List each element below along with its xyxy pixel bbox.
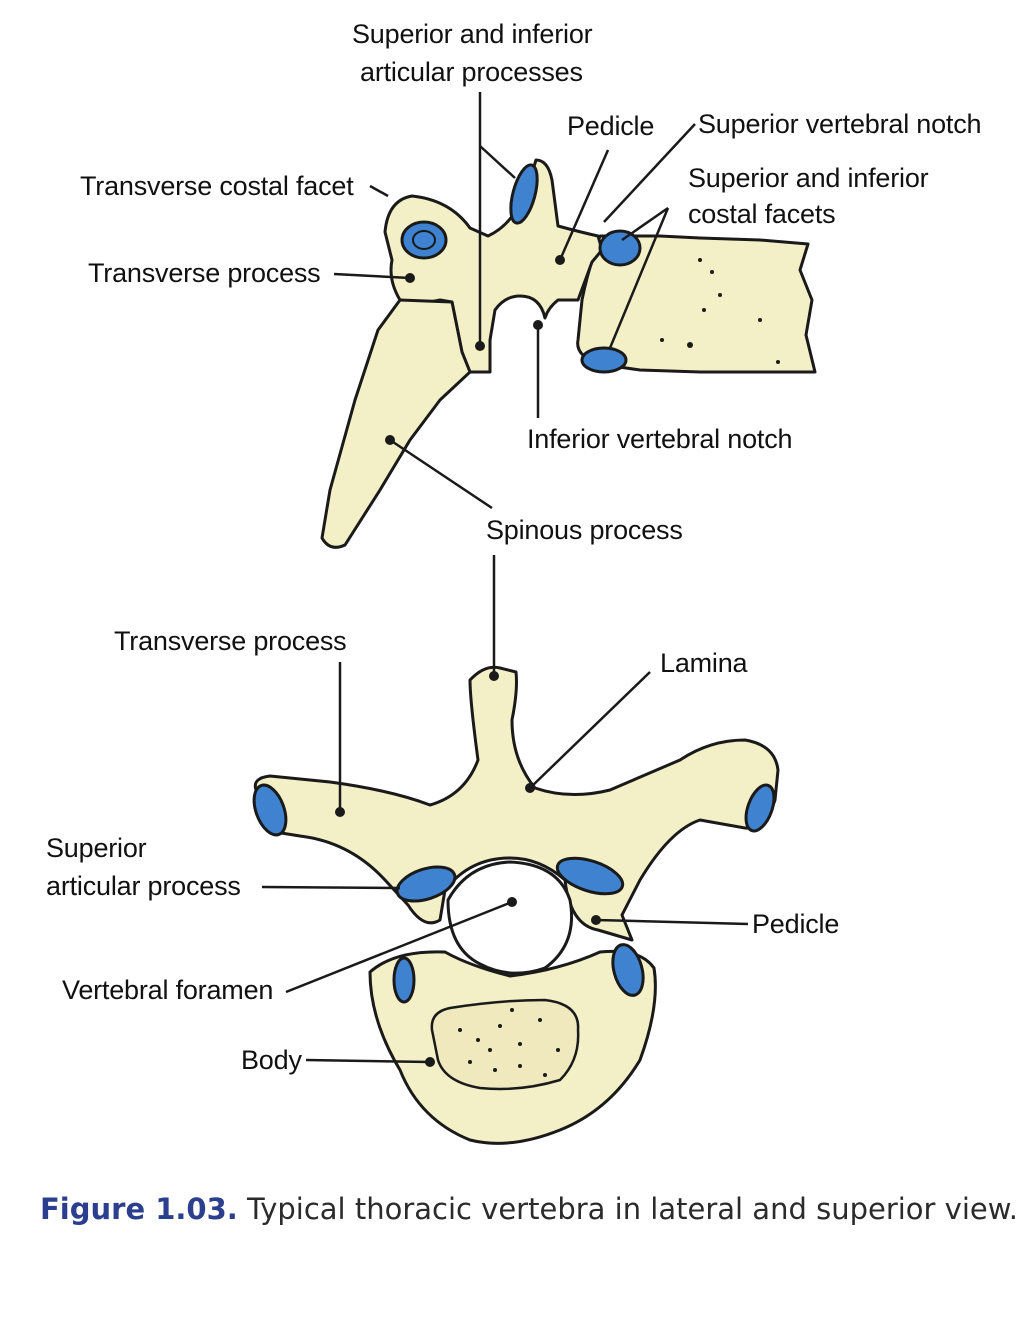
label-transverse-process-superior: Transverse process xyxy=(114,626,347,656)
lateral-transverse-costal-facet xyxy=(400,220,448,260)
label-pedicle-lateral: Pedicle xyxy=(567,111,655,141)
superior-articular-facet-right xyxy=(555,856,625,896)
lateral-view-drawing xyxy=(320,158,817,549)
label-spinous-process: Spinous process xyxy=(486,515,683,545)
label-superior-inferior-articular-line2: articular processes xyxy=(360,57,583,87)
label-superior-vertebral-notch: Superior vertebral notch xyxy=(698,109,982,139)
superior-vertebral-foramen xyxy=(446,860,574,975)
lateral-spinous-process xyxy=(320,298,472,549)
superior-leader-dots xyxy=(335,671,601,1067)
label-vertebral-foramen: Vertebral foramen xyxy=(62,975,274,1005)
superior-arch xyxy=(253,665,780,942)
lateral-articular-facet xyxy=(509,163,539,225)
superior-leader-lines xyxy=(261,555,749,1064)
superior-costal-facet-left xyxy=(392,956,416,1004)
label-pedicle-superior: Pedicle xyxy=(752,909,840,939)
superior-view-drawing xyxy=(252,665,780,1145)
label-transverse-process-lateral: Transverse process xyxy=(88,258,321,288)
superior-body-cancellous xyxy=(430,998,580,1091)
label-body: Body xyxy=(241,1045,302,1075)
lateral-body-texture xyxy=(660,258,780,364)
label-superior-inferior-costal-line1: Superior and inferior xyxy=(688,163,929,193)
figure-caption-text: Typical thoracic vertebra in lateral and… xyxy=(247,1192,1019,1226)
superior-costal-facet-right xyxy=(611,943,645,997)
label-superior-inferior-costal-line2: costal facets xyxy=(688,199,836,229)
label-lamina: Lamina xyxy=(660,648,748,678)
figure-caption: Figure 1.03. Typical thoracic vertebra i… xyxy=(40,1192,1018,1226)
lateral-superior-costal-facet xyxy=(598,229,642,267)
superior-transverse-facet-left xyxy=(252,783,288,837)
label-inferior-vertebral-notch: Inferior vertebral notch xyxy=(527,424,793,454)
superior-articular-facet-left xyxy=(395,865,457,903)
label-superior-articular-line2: articular process xyxy=(46,871,241,901)
lateral-leader-dots xyxy=(385,255,565,445)
label-transverse-costal-facet: Transverse costal facet xyxy=(80,171,354,201)
label-superior-inferior-articular-line1: Superior and inferior xyxy=(352,19,593,49)
figure-number: Figure 1.03. xyxy=(40,1192,238,1226)
label-superior-articular-line1: Superior xyxy=(46,833,147,863)
lateral-inferior-costal-facet xyxy=(580,346,628,374)
lateral-transverse-costal-facet-inner xyxy=(412,230,436,250)
lateral-leader-lines xyxy=(333,92,696,510)
superior-body-texture xyxy=(458,1008,560,1077)
superior-transverse-facet-right xyxy=(744,783,776,833)
lateral-posterior-arch xyxy=(383,158,604,374)
